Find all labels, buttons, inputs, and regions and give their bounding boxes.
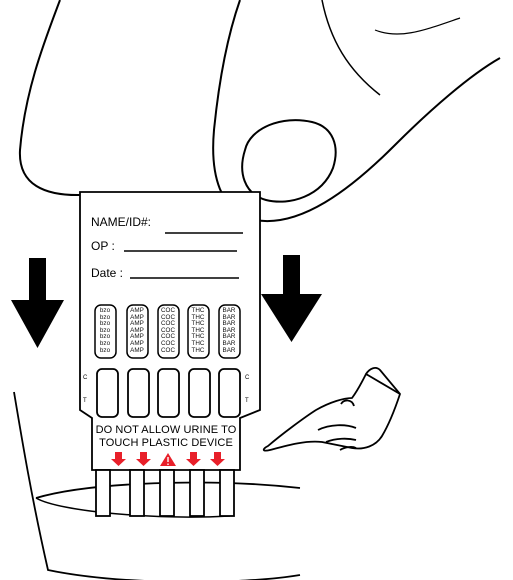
control-label-left: C	[83, 375, 88, 381]
drug-code: bzo	[99, 346, 111, 354]
drug-code: THC	[191, 313, 205, 321]
drug-code: THC	[191, 339, 205, 347]
warning-line-2: TOUCH PLASTIC DEVICE	[99, 437, 233, 449]
drug-code: AMP	[130, 313, 144, 321]
drug-code: bzo	[99, 326, 111, 334]
drug-code: COC	[161, 307, 175, 314]
drug-code: THC	[191, 307, 205, 314]
drug-code: BAR	[222, 307, 236, 314]
drug-code: COC	[161, 346, 175, 354]
test-label-left: T	[83, 398, 87, 404]
drug-code: bzo	[99, 320, 111, 328]
index-finger	[212, 0, 513, 223]
test-label-right: T	[245, 398, 249, 404]
down-arrow-icon-left	[11, 258, 64, 348]
urine-cup	[13, 391, 301, 580]
name-field-line-group	[124, 232, 243, 279]
drug-code: BAR	[222, 333, 236, 341]
drug-code: AMP	[130, 320, 144, 328]
drug-code: BAR	[222, 313, 236, 321]
drug-code: THC	[191, 333, 205, 341]
drug-code: THC	[191, 326, 205, 334]
drug-code: bzo	[99, 333, 111, 341]
drug-code: THC	[191, 320, 205, 328]
drug-code: AMP	[130, 339, 144, 347]
down-arrow-icon	[136, 452, 151, 466]
drug-window-thc: THC THC THC THC THC THC THC	[190, 307, 206, 354]
drug-code: bzo	[99, 339, 111, 347]
drug-window-bzo: bzo bzo bzo bzo bzo bzo bzo	[97, 307, 113, 354]
drug-code: AMP	[130, 346, 144, 354]
control-label-right: C	[245, 375, 250, 381]
drug-code: AMP	[130, 333, 144, 341]
drug-code: AMP	[130, 307, 144, 314]
down-arrow-icon	[210, 452, 225, 466]
down-arrow-icon-right	[261, 255, 322, 342]
drug-code: BAR	[222, 326, 236, 334]
down-arrow-icon	[186, 452, 201, 466]
test-strips	[95, 469, 235, 517]
drug-code: COC	[161, 326, 175, 334]
drug-code: COC	[161, 333, 175, 341]
drug-code: COC	[161, 313, 175, 321]
drug-windows	[94, 304, 241, 359]
result-windows	[96, 368, 241, 418]
drug-code: AMP	[130, 326, 144, 334]
drug-code: bzo	[99, 307, 111, 314]
name-id-label: NAME/ID#:	[91, 215, 152, 229]
drug-window-amp: AMP AMP AMP AMP AMP AMP AMP	[129, 307, 145, 354]
drug-code: BAR	[222, 320, 236, 328]
pointing-hand-icon	[262, 367, 401, 452]
down-arrow-icon	[111, 452, 126, 466]
drug-code: THC	[191, 346, 205, 354]
date-label: Date :	[91, 266, 124, 280]
warning-triangle-icon	[160, 453, 176, 466]
warning-line-1: DO NOT ALLOW URINE TO	[95, 424, 237, 436]
drug-code: bzo	[99, 313, 111, 321]
drug-code: BAR	[222, 339, 236, 347]
drug-code: COC	[161, 320, 175, 328]
drug-code: BAR	[222, 346, 236, 354]
op-label: OP :	[91, 239, 115, 253]
dip-line-arrows	[111, 452, 225, 466]
drug-window-bar: BAR BAR BAR BAR BAR BAR BAR	[221, 307, 237, 354]
drug-code: COC	[161, 339, 175, 347]
drug-window-coc: COC COC COC COC COC COC COC	[160, 307, 176, 354]
thumb-finger	[18, 0, 246, 200]
